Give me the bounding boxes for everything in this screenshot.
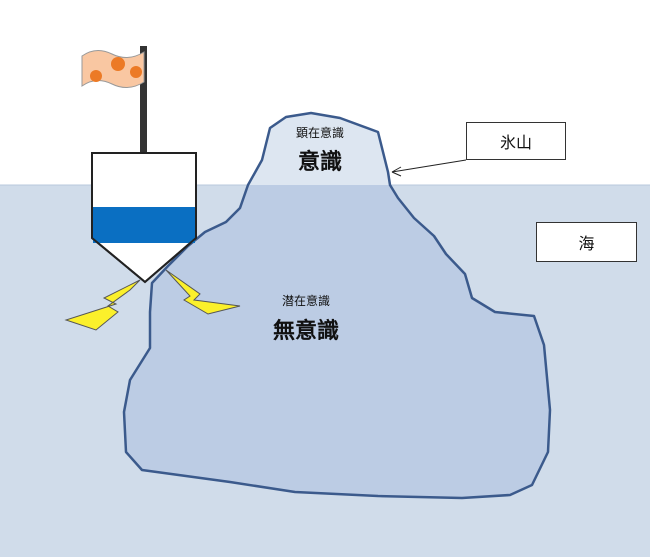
- subconscious-small-label: 潜在意識: [281, 294, 330, 308]
- flag-pole: [140, 46, 147, 156]
- iceberg-outline: [122, 111, 552, 500]
- lightning-right-icon: [165, 269, 241, 315]
- conscious-small-label: 顕在意識: [295, 126, 344, 140]
- flag-star-icon: [130, 66, 142, 78]
- unconscious-big-label: 無意識: [272, 319, 339, 344]
- iceberg-tip: [248, 113, 390, 185]
- flag-star-icon: [111, 57, 125, 71]
- iceberg-body: [124, 185, 550, 498]
- sea-label-box: 海: [536, 222, 637, 262]
- callout-arrowhead: [391, 166, 402, 177]
- iceberg-callout-line: [391, 159, 467, 173]
- iceberg-label-box: 氷山: [466, 122, 566, 160]
- boat-keel: [91, 237, 197, 284]
- conscious-big-label: 意識: [297, 150, 342, 175]
- flag-star-icon: [90, 70, 102, 82]
- flag-stars: [90, 57, 142, 82]
- boat-stripe: [93, 207, 195, 243]
- lightning-left-icon: [64, 279, 141, 331]
